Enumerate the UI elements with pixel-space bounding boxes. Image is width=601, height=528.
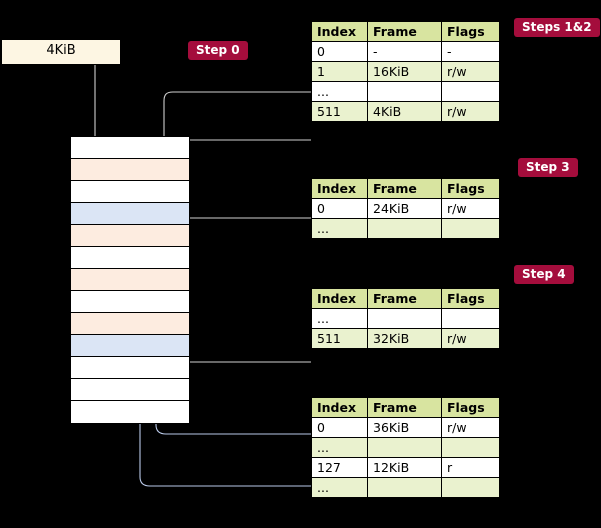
level1-page-table: Index Frame Flags 0 36KiB r/w ... 127 12… — [311, 397, 500, 498]
cell-flags: - — [441, 41, 500, 62]
cell-frame: - — [367, 41, 442, 62]
memory-frame-row — [71, 335, 189, 357]
cell-flags: r — [441, 457, 500, 478]
label-step-0: Step 0 — [188, 41, 248, 60]
column-header-flags: Flags — [441, 21, 500, 42]
column-header-frame: Frame — [367, 397, 442, 418]
memory-frame-row — [71, 159, 189, 181]
table-row: 511 32KiB r/w — [311, 328, 500, 349]
cell-frame: 16KiB — [367, 61, 442, 82]
memory-frame-row — [71, 269, 189, 291]
memory-frame-row — [71, 181, 189, 203]
level4-page-table: Index Frame Flags 0 - - 1 16KiB r/w ... — [311, 21, 500, 122]
memory-frame-row — [71, 401, 189, 423]
cell-flags — [441, 218, 500, 239]
cell-frame — [367, 477, 442, 498]
cell-index: 0 — [311, 417, 368, 438]
cell-index: 127 — [311, 457, 368, 478]
cell-flags: r/w — [441, 417, 500, 438]
cell-frame: 4KiB — [367, 101, 442, 122]
cell-flags — [441, 477, 500, 498]
cell-flags — [441, 437, 500, 458]
memory-frame-row — [71, 247, 189, 269]
column-header-index: Index — [311, 178, 368, 199]
cell-flags — [441, 308, 500, 329]
cell-frame — [367, 81, 442, 102]
table-row: ... — [311, 477, 500, 498]
cell-flags: r/w — [441, 101, 500, 122]
table-row: ... — [311, 81, 500, 102]
cell-index: 511 — [311, 101, 368, 122]
cell-flags — [441, 81, 500, 102]
cell-index: 0 — [311, 198, 368, 219]
cell-frame — [367, 437, 442, 458]
column-header-index: Index — [311, 288, 368, 309]
table-row: 0 24KiB r/w — [311, 198, 500, 219]
table-row: 511 4KiB r/w — [311, 101, 500, 122]
column-header-flags: Flags — [441, 397, 500, 418]
source-page-box: 4KiB — [1, 39, 121, 65]
cell-frame: 36KiB — [367, 417, 442, 438]
label-step-4: Step 4 — [514, 265, 574, 284]
table-row: ... — [311, 218, 500, 239]
cell-index: ... — [311, 81, 368, 102]
label-step-3: Step 3 — [518, 158, 578, 177]
cell-index: 511 — [311, 328, 368, 349]
table-header-row: Index Frame Flags — [311, 21, 500, 42]
memory-frame-row — [71, 291, 189, 313]
column-header-flags: Flags — [441, 178, 500, 199]
column-header-index: Index — [311, 21, 368, 42]
level3-page-table: Index Frame Flags 0 24KiB r/w ... — [311, 178, 500, 239]
label-steps-1-and-2: Steps 1&2 — [514, 18, 600, 37]
cell-frame: 32KiB — [367, 328, 442, 349]
cell-index: ... — [311, 437, 368, 458]
cell-frame: 24KiB — [367, 198, 442, 219]
column-header-frame: Frame — [367, 178, 442, 199]
table-row: ... — [311, 437, 500, 458]
memory-frame-row — [71, 137, 189, 159]
cell-frame — [367, 308, 442, 329]
table-row: ... — [311, 308, 500, 329]
cell-flags: r/w — [441, 328, 500, 349]
column-header-index: Index — [311, 397, 368, 418]
cell-frame: 12KiB — [367, 457, 442, 478]
memory-frame-row — [71, 313, 189, 335]
cell-frame — [367, 218, 442, 239]
memory-frame-row — [71, 225, 189, 247]
level2-page-table: Index Frame Flags ... 511 32KiB r/w — [311, 288, 500, 349]
cell-flags: r/w — [441, 61, 500, 82]
table-row: 127 12KiB r — [311, 457, 500, 478]
table-row: 0 36KiB r/w — [311, 417, 500, 438]
cell-flags: r/w — [441, 198, 500, 219]
column-header-frame: Frame — [367, 288, 442, 309]
column-header-flags: Flags — [441, 288, 500, 309]
table-header-row: Index Frame Flags — [311, 397, 500, 418]
cell-index: 0 — [311, 41, 368, 62]
cell-index: 1 — [311, 61, 368, 82]
cell-index: ... — [311, 477, 368, 498]
cell-index: ... — [311, 218, 368, 239]
table-header-row: Index Frame Flags — [311, 178, 500, 199]
column-header-frame: Frame — [367, 21, 442, 42]
memory-frame-row — [71, 203, 189, 225]
cell-index: ... — [311, 308, 368, 329]
memory-frame-row — [71, 357, 189, 379]
physical-memory-column — [70, 136, 190, 424]
table-header-row: Index Frame Flags — [311, 288, 500, 309]
table-row: 1 16KiB r/w — [311, 61, 500, 82]
table-row: 0 - - — [311, 41, 500, 62]
memory-frame-row — [71, 379, 189, 401]
